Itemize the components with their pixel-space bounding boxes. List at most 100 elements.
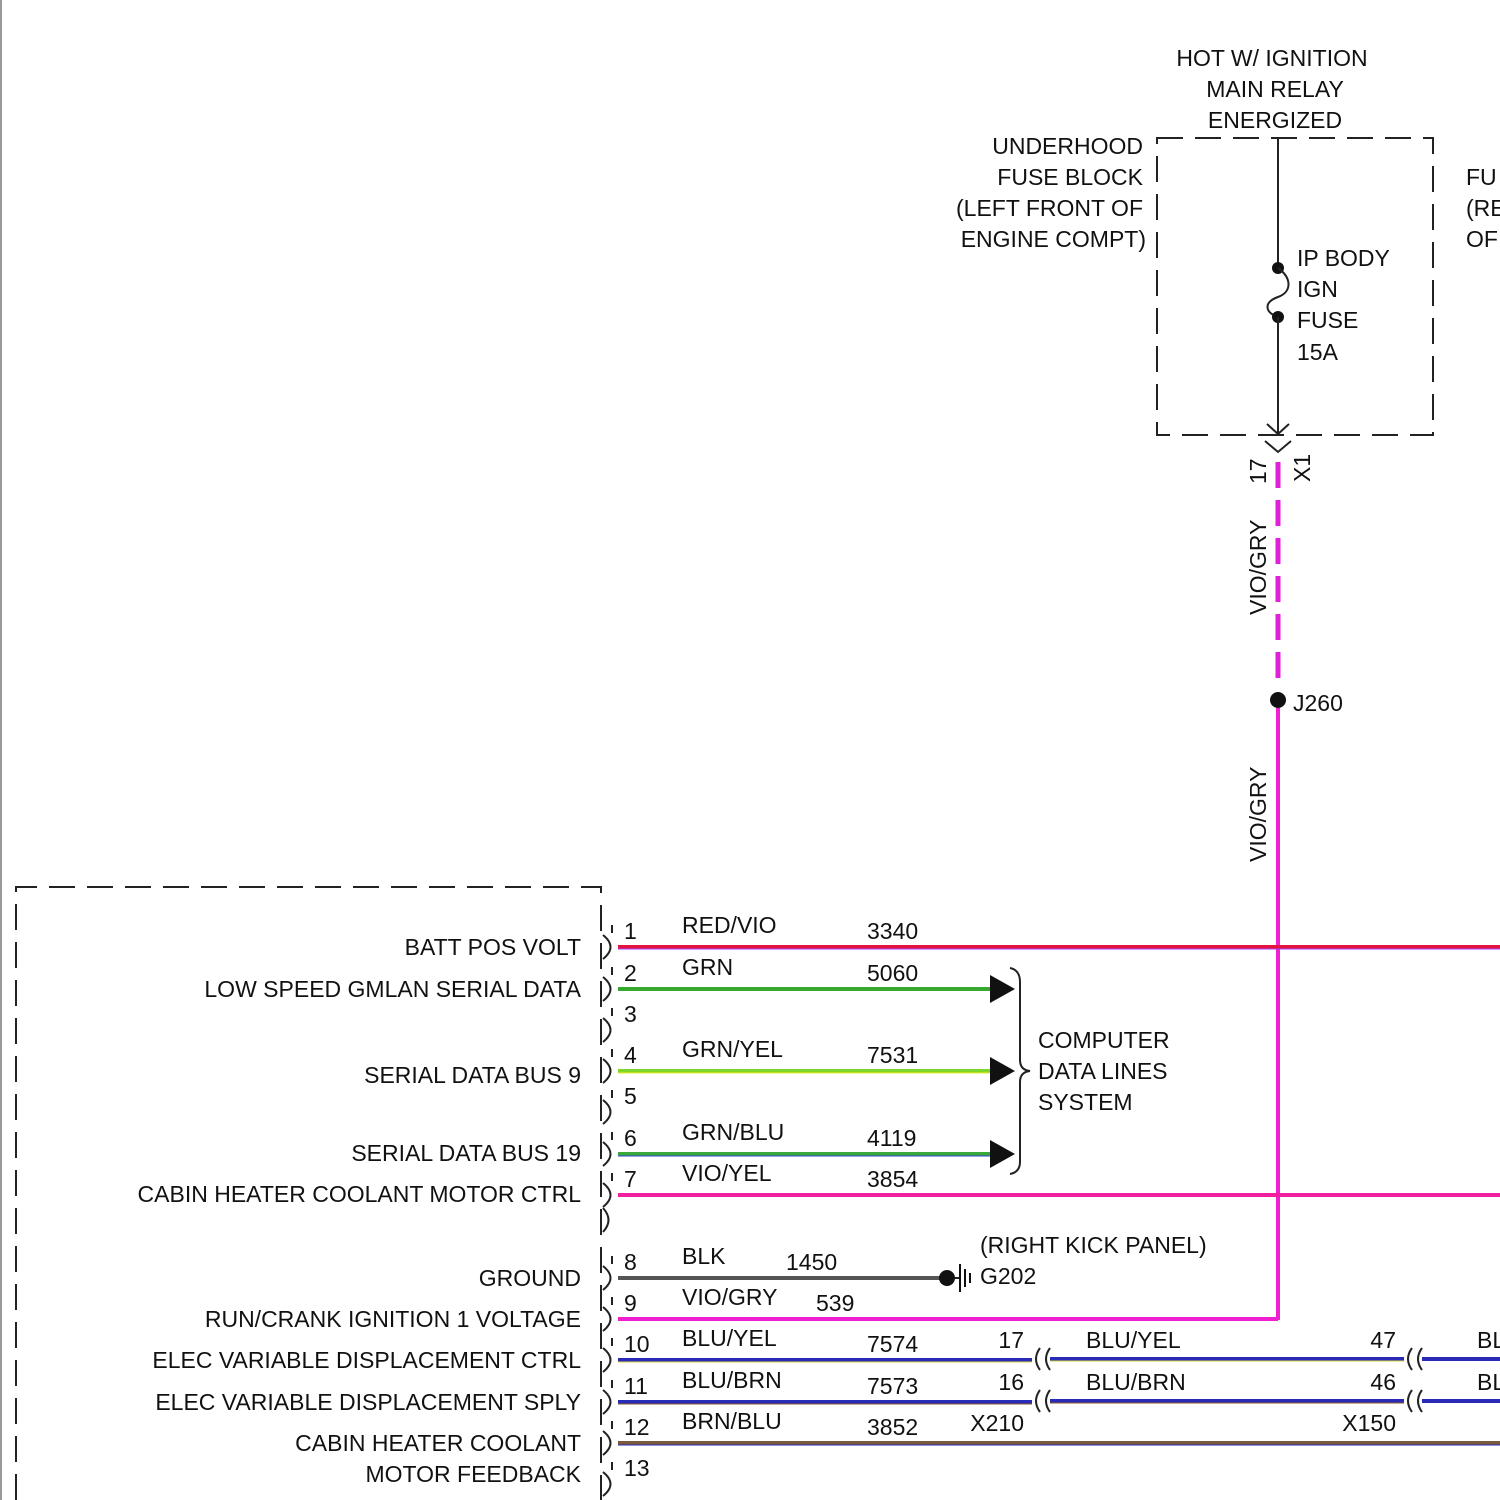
pin-number: 8 — [624, 1249, 637, 1275]
arrow-icon-pin4 — [990, 1057, 1015, 1085]
wire-color-label: BLU/YEL — [682, 1325, 777, 1351]
cut-label-line-3: OF — [1466, 226, 1498, 252]
power-title-line-2: MAIN RELAY — [1206, 76, 1344, 102]
arrow-icon-pin2 — [990, 975, 1015, 1003]
x210-pin-17: 17 — [998, 1327, 1024, 1353]
pin-label-elec-var-disp-sply: ELEC VARIABLE DISPLACEMENT SPLY — [155, 1389, 581, 1415]
pin-number: 11 — [624, 1373, 648, 1399]
x1-pin-label: 17 — [1245, 458, 1271, 484]
pin-label-batt-pos-volt: BATT POS VOLT — [405, 934, 581, 960]
connector-bracket-icon — [603, 1208, 609, 1232]
ground-id-label: G202 — [980, 1263, 1036, 1289]
pin-number: 7 — [624, 1166, 637, 1192]
circuit-number-label: 3852 — [867, 1414, 918, 1440]
mid-wire-color-1: BLU/YEL — [1086, 1327, 1181, 1353]
pin-number: 13 — [624, 1455, 650, 1481]
x210-connector-label: X210 — [970, 1410, 1024, 1436]
connector-bracket-icon — [603, 1142, 611, 1166]
pin-number: 6 — [624, 1125, 637, 1151]
vio-gry-upper-label: VIO/GRY — [1245, 520, 1271, 615]
right-cut-label-2: BL — [1477, 1369, 1500, 1395]
pin-number: 12 — [624, 1414, 650, 1440]
underhood-label-line-4: ENGINE COMPT) — [961, 226, 1146, 252]
connector-bracket-icon — [603, 977, 611, 1001]
power-title-line-3: ENERGIZED — [1208, 107, 1342, 133]
pin-number: 2 — [624, 960, 637, 986]
wire-color-label: BLK — [682, 1243, 726, 1269]
circuit-number-label: 7573 — [867, 1373, 918, 1399]
vio-gry-lower-label: VIO/GRY — [1245, 767, 1271, 862]
wire-color-label: RED/VIO — [682, 912, 777, 938]
pin-label-elec-var-disp-ctrl: ELEC VARIABLE DISPLACEMENT CTRL — [152, 1347, 581, 1373]
circuit-number-label: 539 — [816, 1290, 854, 1316]
data-lines-label-2: DATA LINES — [1038, 1058, 1168, 1084]
connector-bracket-icon — [603, 1100, 611, 1124]
fuse-label-line-3: FUSE — [1297, 307, 1358, 333]
fuse-label-line-4: 15A — [1297, 339, 1339, 365]
connector-bracket-icon — [603, 1266, 611, 1290]
pin-label-serial-data-bus-19: SERIAL DATA BUS 19 — [351, 1140, 581, 1166]
connector-bracket-icon — [603, 935, 611, 959]
circuit-number-label: 7574 — [867, 1331, 918, 1357]
connector-bracket-icon — [603, 1018, 611, 1042]
wire-color-label: BRN/BLU — [682, 1408, 782, 1434]
x150-connector-label: X150 — [1342, 1410, 1396, 1436]
circuit-number-label: 3340 — [867, 918, 918, 944]
pin-label-low-speed-gmlan: LOW SPEED GMLAN SERIAL DATA — [204, 976, 581, 1002]
pin-label-ground: GROUND — [479, 1265, 581, 1291]
ground-terminal — [939, 1270, 955, 1286]
pin-label-cabin-heater-motor-ctrl: CABIN HEATER COOLANT MOTOR CTRL — [138, 1181, 582, 1207]
mid-wire-color-2: BLU/BRN — [1086, 1369, 1186, 1395]
pin-label-cabin-heater-feedback-1: CABIN HEATER COOLANT — [295, 1430, 581, 1456]
x1-connector-label: X1 — [1289, 454, 1315, 482]
wire-color-label: GRN/BLU — [682, 1119, 784, 1145]
wire-color-label: GRN/YEL — [682, 1036, 783, 1062]
circuit-number-label: 4119 — [867, 1125, 916, 1151]
underhood-label-line-3: (LEFT FRONT OF — [956, 195, 1143, 221]
pin-number: 1 — [624, 918, 637, 944]
pin-label-run-crank-ignition: RUN/CRANK IGNITION 1 VOLTAGE — [205, 1306, 581, 1332]
x150-connector-icon-pin46 — [1408, 1390, 1422, 1412]
circuit-number-label: 5060 — [867, 960, 918, 986]
cut-label-line-1: FU — [1466, 164, 1497, 190]
circuit-number-label: 3854 — [867, 1166, 918, 1192]
connector-bracket-icon — [603, 1348, 611, 1372]
x150-connector-icon-pin47 — [1408, 1348, 1422, 1370]
ground-location-label: (RIGHT KICK PANEL) — [980, 1232, 1207, 1258]
wire-color-label: VIO/GRY — [682, 1284, 777, 1310]
circuit-number-label: 1450 — [786, 1249, 837, 1275]
wire-color-label: VIO/YEL — [682, 1160, 772, 1186]
x210-connector-icon-pin16 — [1036, 1390, 1050, 1412]
pin-number: 10 — [624, 1331, 650, 1357]
pin-label-cabin-heater-feedback-2: MOTOR FEEDBACK — [365, 1461, 581, 1487]
pin-number: 9 — [624, 1290, 637, 1316]
power-title-line-1: HOT W/ IGNITION — [1176, 45, 1367, 71]
fuse-block-box — [1157, 138, 1433, 435]
connector-bracket-icon — [603, 1307, 611, 1331]
pin-number: 3 — [624, 1001, 637, 1027]
x150-pin-46: 46 — [1370, 1369, 1396, 1395]
connector-arrow-icon-lower — [1265, 441, 1291, 452]
splice-j260-label: J260 — [1293, 690, 1343, 716]
splice-j260 — [1270, 692, 1286, 708]
underhood-label-line-2: FUSE BLOCK — [997, 164, 1143, 190]
underhood-label-line-1: UNDERHOOD — [992, 133, 1143, 159]
connector-bracket-icon — [603, 1183, 611, 1207]
data-lines-label-3: SYSTEM — [1038, 1089, 1133, 1115]
fuse-icon — [1268, 268, 1289, 317]
pin-label-serial-data-bus-9: SERIAL DATA BUS 9 — [364, 1062, 581, 1088]
pin-number: 5 — [624, 1083, 637, 1109]
wire-color-label: GRN — [682, 954, 733, 980]
connector-bracket-icon — [603, 1431, 611, 1455]
data-lines-label-1: COMPUTER — [1038, 1027, 1170, 1053]
cut-label-line-2: (RE — [1466, 195, 1500, 221]
fuse-label-line-2: IGN — [1297, 276, 1338, 302]
x210-connector-icon-pin17 — [1036, 1348, 1050, 1370]
arrow-icon-pin6 — [990, 1140, 1015, 1168]
x210-pin-16: 16 — [998, 1369, 1024, 1395]
connector-bracket-icon — [603, 1390, 611, 1414]
x150-pin-47: 47 — [1370, 1327, 1396, 1353]
